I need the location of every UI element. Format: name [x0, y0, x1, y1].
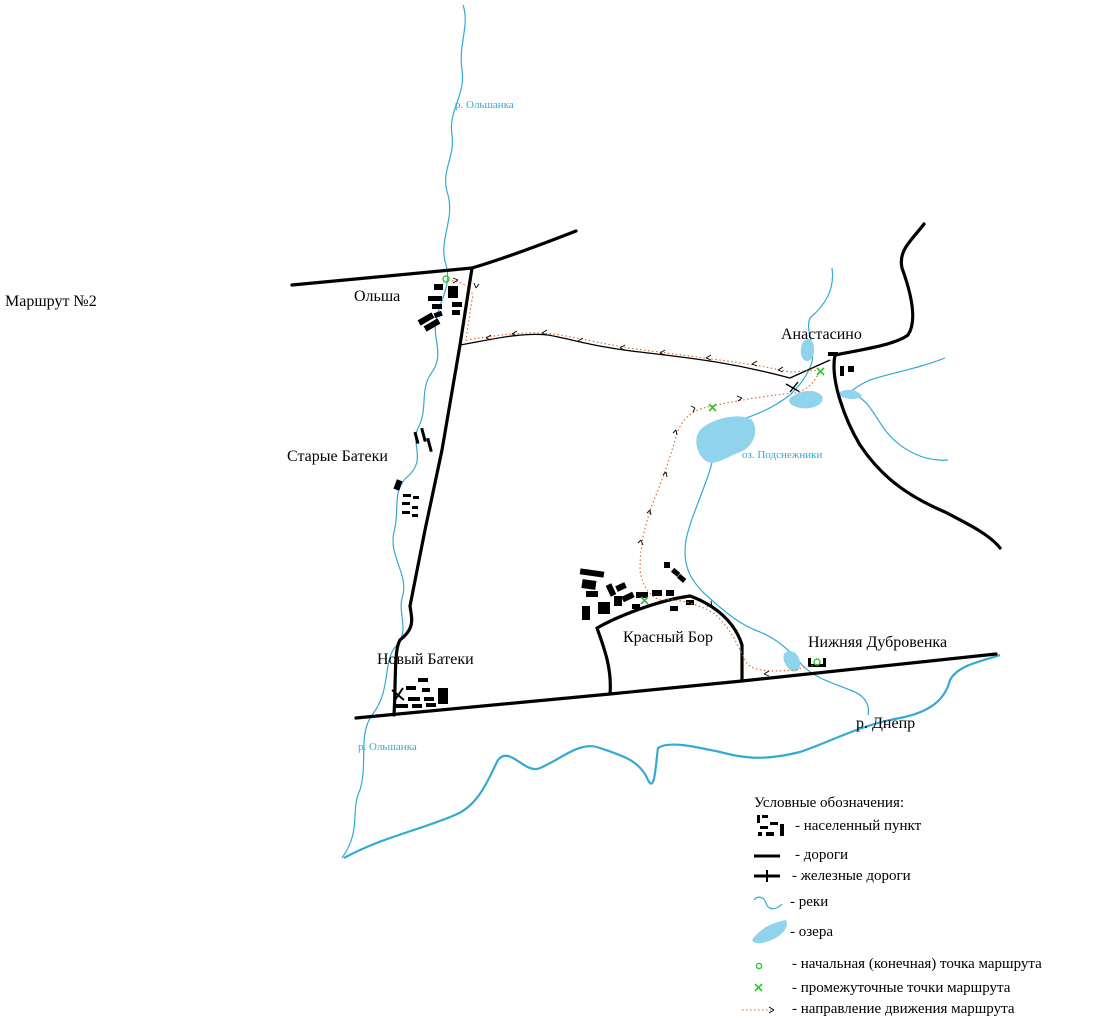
label-anastasino: Анастасино — [781, 326, 862, 343]
olshanka-river — [341, 4, 466, 859]
settlement-starye-bateki — [393, 427, 433, 517]
label-starye-bateki: Старые Батеки — [287, 448, 388, 465]
waypoint-icon — [754, 983, 763, 992]
legend-railway-label: - железные дороги — [792, 868, 911, 884]
route-start-point — [442, 275, 450, 283]
legend-road-label: - дороги — [795, 847, 848, 863]
lake-icon — [752, 920, 787, 944]
route-end-point — [813, 658, 821, 666]
place-labels: Ольша Старые Батеки Новый Батеки Красный… — [287, 99, 947, 753]
map-title: Маршрут №2 — [5, 293, 97, 310]
settlement-krasnyi-bor — [579, 562, 694, 620]
start-point-icon — [755, 962, 763, 970]
lake-small-anastasino-1 — [800, 339, 815, 362]
eastern-stream-2 — [847, 391, 949, 461]
lake-small-dubrovenka — [783, 651, 801, 672]
settlement-anastasino — [828, 352, 854, 376]
route — [442, 275, 825, 677]
route-direction-icon — [742, 1006, 775, 1014]
river-icon — [753, 896, 783, 910]
road-east — [832, 222, 1002, 550]
legend-route-label: - направление движения маршрута — [792, 1001, 1015, 1017]
label-olshanka-north: р. Ольшанка — [455, 99, 514, 111]
road-north — [290, 229, 578, 287]
rivers — [341, 4, 1001, 859]
lake-small-anastasino-3 — [840, 389, 862, 399]
dirt-road — [459, 333, 831, 379]
legend-river-label: - реки — [790, 894, 828, 910]
route-waypoints — [640, 367, 825, 605]
label-lake-podsnezhniki: оз. Подснежники — [742, 449, 822, 461]
settlement-icon — [757, 815, 784, 836]
lake-small-anastasino-2 — [789, 390, 823, 409]
legend-waypoint-label: - промежуточные точки маршрута — [792, 980, 1011, 996]
lake-podsnezhniki — [696, 416, 756, 463]
railway-icon — [754, 870, 780, 882]
roads — [290, 222, 1002, 720]
route-arrows — [452, 277, 784, 677]
dnepr-river — [343, 653, 1001, 859]
railway-crossing-icon — [785, 381, 801, 393]
central-stream — [684, 267, 870, 716]
road-west — [392, 266, 474, 717]
label-olshanka-south: р. Ольшанка — [358, 741, 417, 753]
settlement-novyi-bateki — [391, 678, 448, 708]
road-krasnyi-bor — [595, 594, 744, 696]
label-dnepr: р. Днепр — [856, 715, 915, 732]
label-nizhnyaya-dubrovenka: Нижняя Дубровенка — [808, 634, 947, 651]
label-krasnyi-bor: Красный Бор — [623, 629, 713, 646]
label-novyi-bateki: Новый Батеки — [377, 651, 474, 668]
road-south — [354, 652, 998, 720]
settlements — [391, 284, 854, 708]
lakes — [696, 339, 862, 672]
legend-lake-label: - озера — [790, 924, 833, 940]
legend-settlement-label: - населенный пункт — [795, 818, 922, 834]
settlement-olsha — [417, 284, 462, 332]
legend-start-label: - начальная (конечная) точка маршрута — [792, 956, 1042, 972]
legend: Условные обозначения: - населенный пункт… — [742, 795, 1042, 1017]
eastern-stream — [844, 357, 946, 397]
label-olsha: Ольша — [354, 288, 400, 305]
legend-title: Условные обозначения: — [754, 795, 904, 811]
